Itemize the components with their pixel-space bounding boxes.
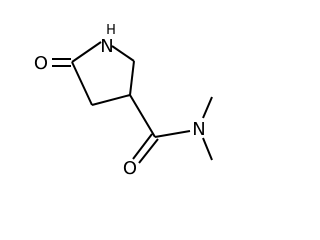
bond-c5-n1 — [71, 41, 102, 63]
atom-lactam-oxygen: O — [34, 53, 48, 74]
bond-n1-c2 — [111, 45, 135, 62]
bond-n-methyl-lower — [202, 137, 213, 161]
bond-c2-c3 — [129, 60, 135, 96]
chemical-structure-diagram: N H O O N — [34, 23, 213, 179]
bond-c3-c-amide — [129, 94, 156, 138]
bond-c3-c4 — [91, 94, 131, 106]
atom-amide-nitrogen: N — [192, 119, 205, 140]
bond-c4-c5 — [71, 61, 93, 106]
bond-c-amide-o-2 — [138, 138, 159, 164]
bond-c-amide-o-1 — [132, 133, 153, 160]
bond-n-methyl-upper — [202, 96, 213, 119]
atom-ring-nitrogen-hydrogen: H — [106, 23, 116, 38]
bond-c-amide-n — [154, 130, 191, 138]
atom-amide-oxygen: O — [123, 158, 137, 179]
atom-ring-nitrogen: N — [100, 36, 113, 57]
